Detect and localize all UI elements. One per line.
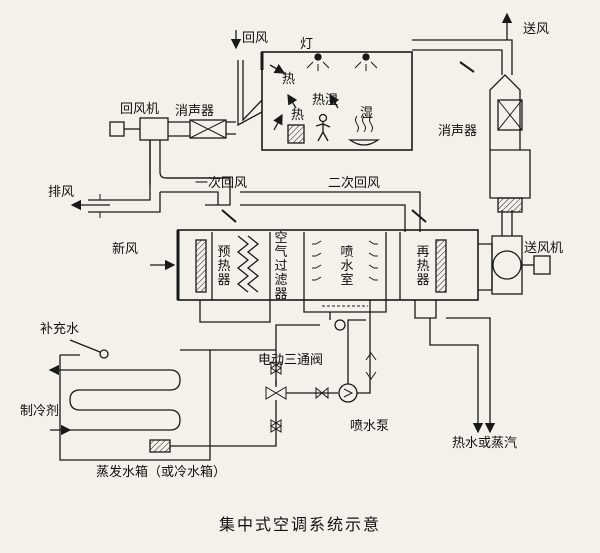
- makeup-water-label: 补充水: [40, 322, 80, 337]
- hot-water-steam-label: 热水或蒸汽: [452, 436, 518, 451]
- air-handling-unit: [176, 229, 479, 313]
- person-icon: [315, 113, 331, 142]
- silencer-right-label: 消声器: [438, 124, 478, 139]
- heat-label-2: 热: [291, 108, 305, 123]
- exhaust-label: 排风: [48, 185, 75, 200]
- supply-fan-label: 送风机: [524, 241, 564, 256]
- silencer-left-label: 消声器: [175, 104, 215, 119]
- heat-label-1: 热: [282, 72, 296, 87]
- air-filter-label: 空气过滤器: [274, 231, 288, 302]
- preheater-label: 预热器: [217, 245, 231, 288]
- reheater-label: 再热器: [416, 245, 430, 288]
- recirculation-ducts: [160, 177, 427, 232]
- secondary-return-label: 二次回风: [328, 176, 381, 191]
- spray-pump-label: 喷水泵: [350, 419, 390, 434]
- return-air-duct: [70, 30, 263, 218]
- conditioned-room: [260, 51, 413, 151]
- heating-supply-lines: [199, 300, 496, 434]
- diagram-caption: 集中式空调系统示意: [218, 515, 381, 534]
- fresh-air-label: 新风: [112, 242, 139, 257]
- water-loop: [48, 300, 377, 461]
- primary-return-label: 一次回风: [195, 176, 248, 191]
- supply-air-label: 送风: [523, 22, 550, 37]
- return-fan-label: 回风机: [120, 102, 160, 117]
- spray-chamber-label: 喷水室: [340, 245, 354, 288]
- return-air-top-label: 回风: [242, 31, 269, 46]
- refrigerant-label: 制冷剂: [20, 404, 60, 419]
- humid-label: 湿: [360, 106, 374, 121]
- evaporator-tank-label: 蒸发水箱（或冷水箱）: [96, 465, 227, 480]
- heat-humid-label: 热湿: [312, 93, 339, 108]
- supply-air-system: [412, 12, 551, 295]
- lamp-label: 灯: [300, 37, 314, 52]
- three-way-valve-label: 电动三通阀: [258, 353, 324, 368]
